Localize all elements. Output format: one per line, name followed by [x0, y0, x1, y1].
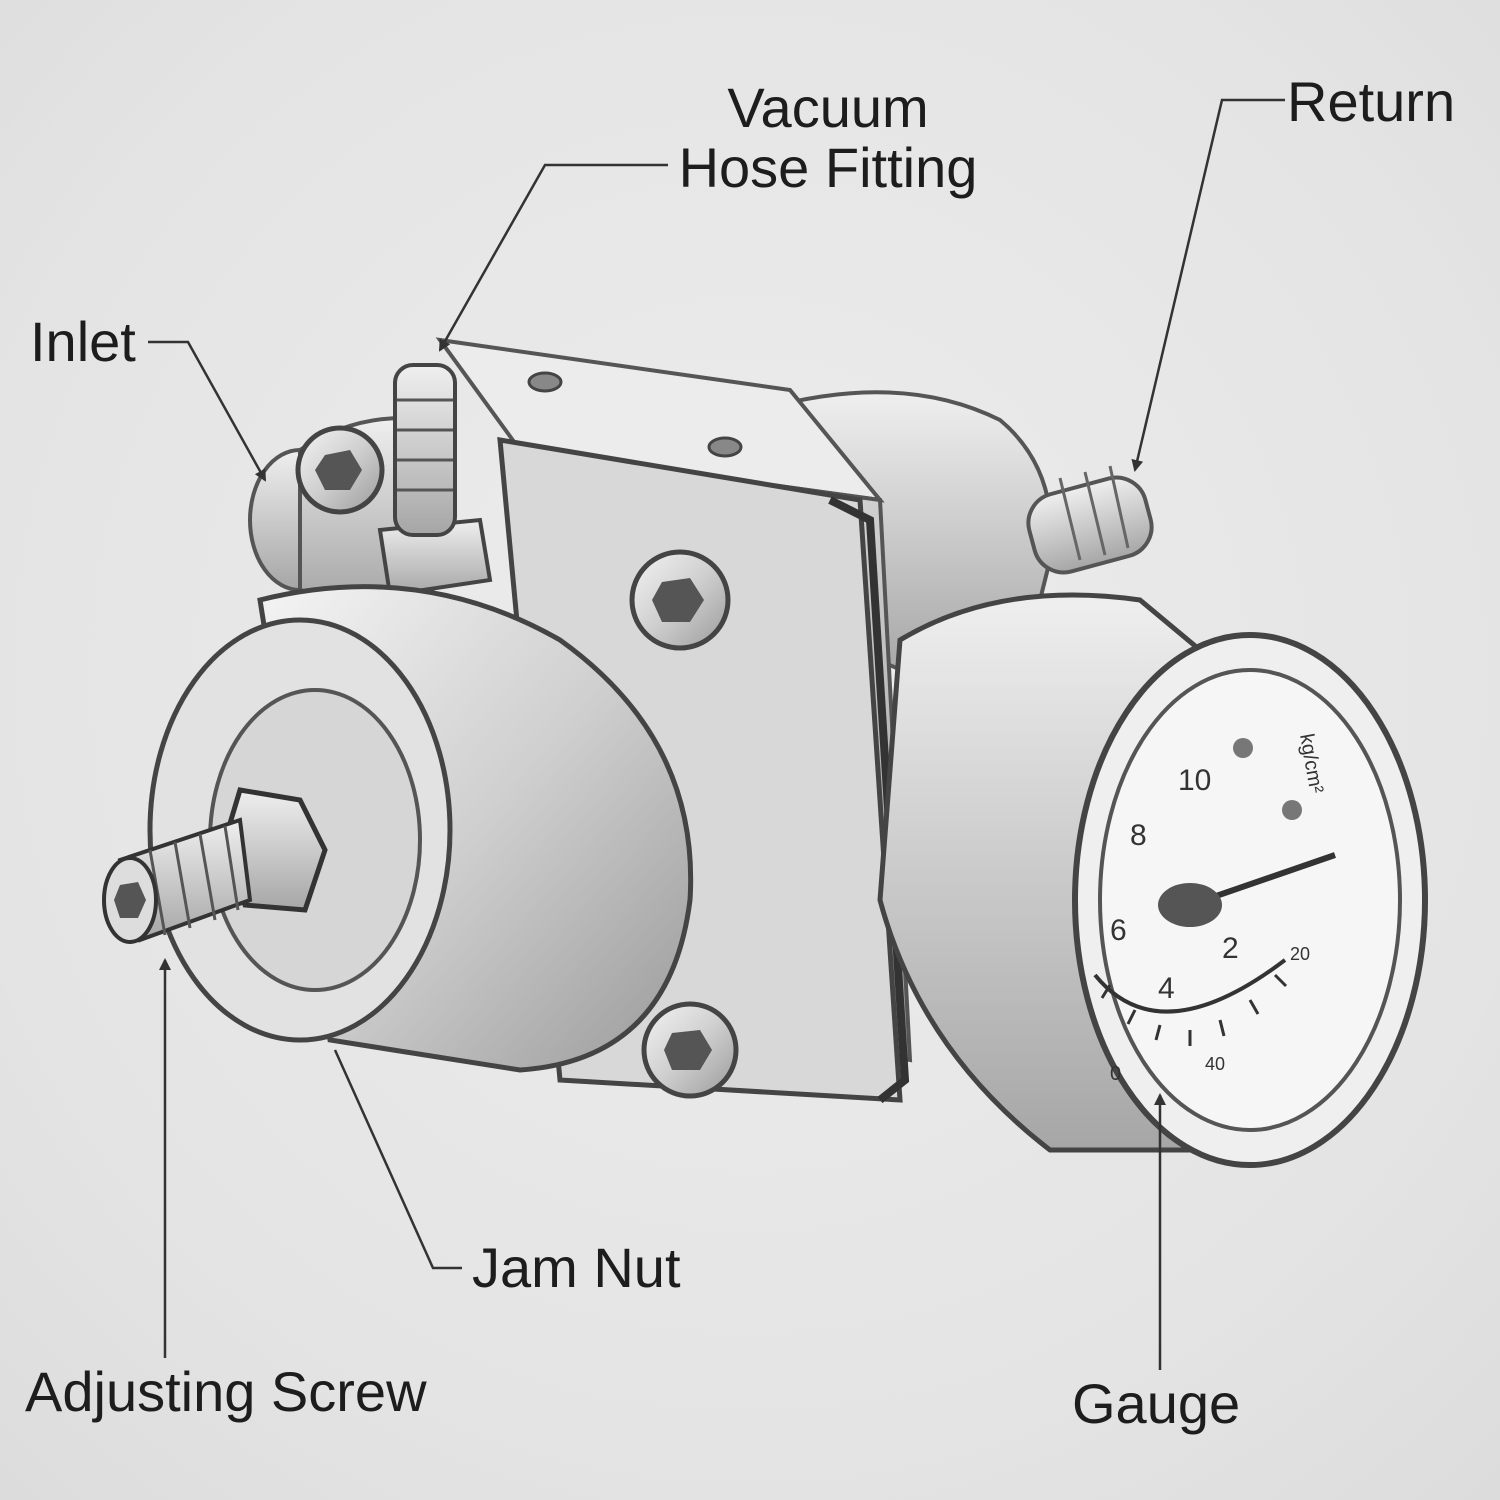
return-barb: [1026, 475, 1154, 575]
label-vacuum-line1: Vacuum: [727, 76, 929, 139]
label-jam-nut: Jam Nut: [472, 1236, 681, 1299]
gauge-major-2: 2: [1222, 932, 1239, 965]
gauge-minor-40: 40: [1205, 1054, 1225, 1074]
gauge-major-0: 0: [1110, 1063, 1121, 1085]
gauge-major-4: 4: [1158, 972, 1175, 1005]
label-adjusting-screw: Adjusting Screw: [25, 1360, 427, 1423]
bolt-top-right: [629, 549, 731, 651]
vacuum-hose-fitting: [377, 363, 493, 598]
adjusting-screw: [102, 817, 253, 944]
bolt-bottom: [641, 1001, 739, 1099]
leader-lines: [148, 98, 1285, 1370]
gauge-major-8: 8: [1130, 819, 1147, 852]
leader-vacuum: [438, 163, 668, 352]
gauge-major-6: 6: [1110, 914, 1127, 947]
gauge-minor-20: 20: [1290, 944, 1310, 964]
label-vacuum-hose-fitting: Vacuum Hose Fitting: [668, 78, 988, 198]
label-inlet: Inlet: [30, 310, 136, 373]
gauge-major-10: 10: [1178, 764, 1211, 797]
label-vacuum-line2: Hose Fitting: [678, 136, 978, 199]
leader-return: [1131, 98, 1285, 472]
label-gauge: Gauge: [1072, 1372, 1241, 1435]
label-return: Return: [1287, 70, 1456, 133]
leader-inlet: [148, 340, 267, 482]
pressure-gauge: kg/cm² 0 2 4 6 8 10 20 40: [877, 592, 1428, 1168]
bolt-top-left: [295, 425, 385, 515]
leader-jam-nut: [333, 1049, 462, 1270]
